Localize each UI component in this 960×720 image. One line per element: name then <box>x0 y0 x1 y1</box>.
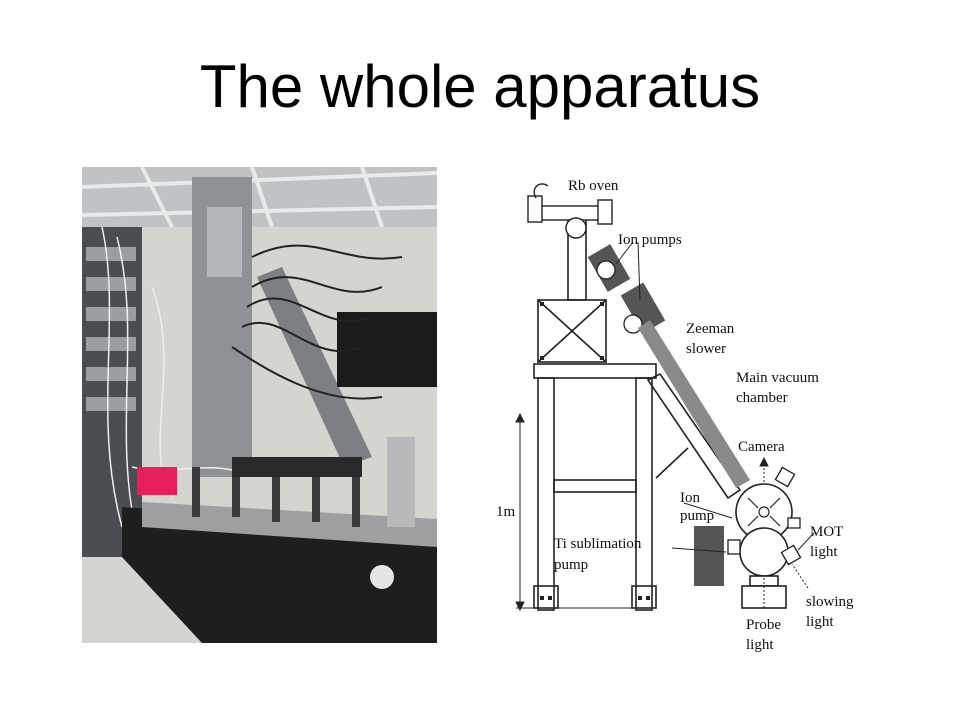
frame-bolts <box>540 302 650 600</box>
chamber-arrows <box>747 497 781 527</box>
zeeman-slower-beam <box>638 320 750 488</box>
pink-container <box>137 467 177 495</box>
rb-oven <box>527 183 613 239</box>
ion-pump-lower <box>620 282 666 334</box>
label-rb-oven: Rb oven <box>568 178 619 194</box>
vertical-post <box>387 437 415 527</box>
slide-title: The whole apparatus <box>199 53 761 120</box>
apparatus-diagram: Rb oven Ion pumps Zeeman slower Main vac… <box>496 178 854 653</box>
rack-panels <box>86 247 136 411</box>
label-ion-pumps: Ion pumps <box>618 232 682 248</box>
label-scale: 1m <box>496 504 516 520</box>
chamber-ports <box>727 466 802 566</box>
pump-flanges <box>596 260 643 334</box>
label-mot-2: light <box>810 544 838 560</box>
electronics-rack <box>82 227 142 557</box>
label-slowing-1: slowing <box>806 594 854 610</box>
frame-structure <box>533 217 742 611</box>
slowing-light-path <box>791 563 809 589</box>
label-ti-1: Ti sublimation <box>554 536 642 552</box>
label-probe-2: light <box>746 637 774 653</box>
label-ti-2: pump <box>554 557 588 573</box>
label-main-2: chamber <box>736 390 788 406</box>
cable-bundle <box>231 244 403 400</box>
scale-bar <box>515 412 648 612</box>
petri-dish <box>370 565 394 589</box>
table-surface <box>142 502 437 547</box>
label-slowing-2: light <box>806 614 834 630</box>
label-main-1: Main vacuum <box>736 370 819 386</box>
label-camera: Camera <box>738 439 785 455</box>
leader-lines <box>615 241 815 553</box>
camera-arrow <box>759 456 769 482</box>
label-zeeman-2: slower <box>686 341 726 357</box>
label-mot-1: MOT <box>810 524 843 540</box>
label-probe-1: Probe <box>746 617 781 633</box>
foil-wrap <box>207 207 242 277</box>
ceiling-struts <box>82 167 437 228</box>
label-zeeman-1: Zeeman <box>686 321 735 337</box>
slower-tube <box>257 267 372 467</box>
breadboard <box>232 457 362 477</box>
ti-sublimation-pump <box>694 526 724 586</box>
main-vacuum-chamber <box>735 483 793 609</box>
label-ion-pump-2: pump <box>680 508 714 524</box>
apparatus-photo <box>82 167 437 643</box>
label-ion-pump-1: Ion <box>680 490 700 506</box>
